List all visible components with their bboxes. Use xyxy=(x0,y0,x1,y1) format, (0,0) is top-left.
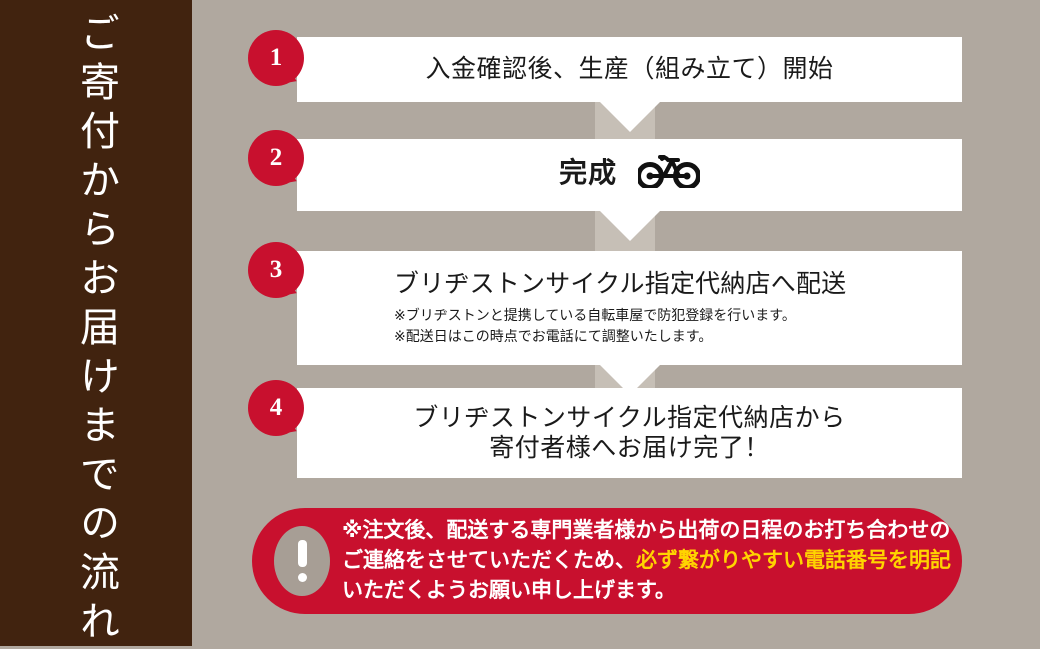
notice-line-2: ご連絡をさせていただくため、必ず繋がりやすい電話番号を明記 xyxy=(342,546,951,576)
step-badge-1: 1 xyxy=(248,30,304,91)
badge-circle-2: 2 xyxy=(248,130,304,186)
down-arrow-icon-2 xyxy=(599,211,660,241)
step-title-3: ブリヂストンサイクル指定代納店へ配送 xyxy=(394,269,847,298)
sidebar-title: ご寄付からお届けまでの流れ xyxy=(74,11,118,649)
notice-line-3: いただくようお願い申し上げます。 xyxy=(342,578,676,602)
step-content-3: ブリヂストンサイクル指定代納店へ配送 ※ブリヂストンと提携している自転車屋で防犯… xyxy=(297,251,962,365)
exclamation-dot xyxy=(297,573,307,582)
step-box-2: 完成 xyxy=(297,139,962,241)
notice-line-2-pre: ご連絡をさせていただくため、 xyxy=(342,549,636,573)
badge-circle-4: 4 xyxy=(248,380,304,436)
step-title-4-line2: 寄付者様へお届け完了！ xyxy=(489,434,770,462)
step-content-1: 入金確認後、生産（組み立て）開始 xyxy=(297,37,962,102)
step-box-3: ブリヂストンサイクル指定代納店へ配送 ※ブリヂストンと提携している自転車屋で防犯… xyxy=(297,251,962,395)
step-title-row-2: 完成 xyxy=(559,154,701,196)
step-notes-3: ※ブリヂストンと提携している自転車屋で防犯登録を行います。 ※配送日はこの時点で… xyxy=(394,305,796,347)
badge-number-4: 4 xyxy=(269,393,283,421)
step-note-3-1: ※ブリヂストンと提携している自転車屋で防犯登録を行います。 xyxy=(394,307,796,324)
step-title-1: 入金確認後、生産（組み立て）開始 xyxy=(425,55,834,84)
badge-number-3: 3 xyxy=(269,255,283,283)
step-content-2: 完成 xyxy=(297,139,962,211)
step-box-1: 入金確認後、生産（組み立て）開始 xyxy=(297,37,962,132)
step-box-4: ブリヂストンサイクル指定代納店から 寄付者様へお届け完了！ xyxy=(297,388,962,478)
notice-text: ※注文後、配送する専門業者様から出荷の日程のお打ち合わせの ご連絡をさせていただ… xyxy=(342,516,963,605)
exclamation-icon xyxy=(274,526,330,596)
down-arrow-icon-1 xyxy=(599,102,660,132)
notice-banner: ※注文後、配送する専門業者様から出荷の日程のお打ち合わせの ご連絡をさせていただ… xyxy=(252,508,962,614)
step-title-2: 完成 xyxy=(559,156,618,188)
step-content-4: ブリヂストンサイクル指定代納店から 寄付者様へお届け完了！ xyxy=(297,388,962,478)
sidebar: ご寄付からお届けまでの流れ xyxy=(0,0,192,649)
step-note-3-2: ※配送日はこの時点でお電話にて調整いたします。 xyxy=(394,328,713,345)
badge-circle-3: 3 xyxy=(248,242,304,298)
badge-number-1: 1 xyxy=(269,43,283,71)
badge-circle-1: 1 xyxy=(248,30,304,86)
notice-line-1: ※注文後、配送する専門業者様から出荷の日程のお打ち合わせの xyxy=(342,519,951,543)
badge-number-2: 2 xyxy=(269,143,283,171)
exclamation-glyph xyxy=(297,540,307,582)
step-badge-3: 3 xyxy=(248,242,304,303)
step-badge-2: 2 xyxy=(248,130,304,191)
step-title-4-line1: ブリヂストンサイクル指定代納店から xyxy=(413,403,846,432)
exclamation-bar xyxy=(297,540,307,567)
notice-line-2-highlight: 必ず繋がりやすい電話番号を明記 xyxy=(636,549,951,573)
step-badge-4: 4 xyxy=(248,380,304,441)
bicycle-icon xyxy=(635,154,701,196)
